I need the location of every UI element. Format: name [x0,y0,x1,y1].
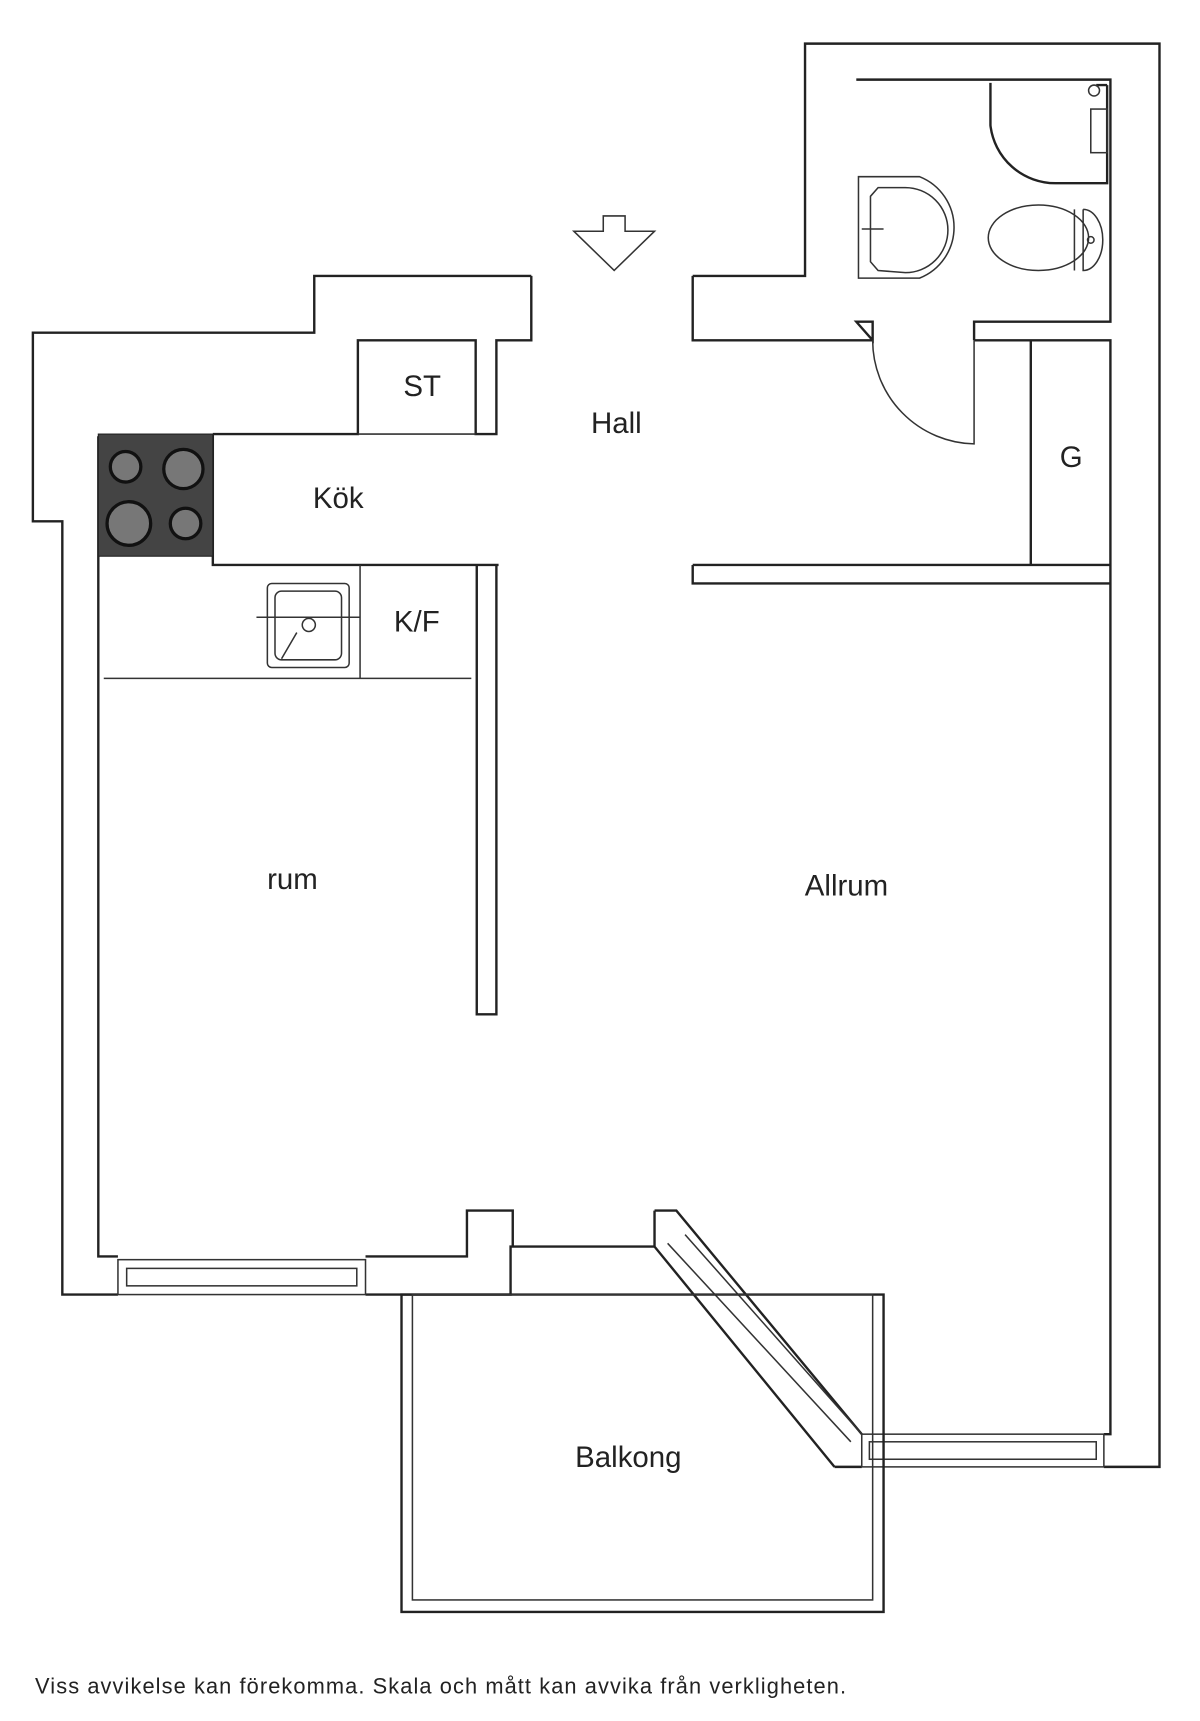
exterior-walls [31,42,1161,1469]
kitchen-sink-icon [256,582,361,669]
bathroom-door-arc [871,340,975,445]
room-label-kf: K/F [394,605,440,638]
room-label-st: ST [403,370,441,403]
stove-icon [97,433,214,557]
windows [117,1234,1105,1468]
room-label-hall: Hall [591,407,642,440]
toilet-icon [987,204,1090,272]
entrance-arrow-icon [571,215,657,272]
room-label-kok: Kök [313,482,364,515]
room-label-allrum: Allrum [805,869,888,902]
room-label-balkong: Balkong [575,1441,681,1474]
room-label-rum: rum [267,863,318,896]
shower-icon [989,82,1109,185]
interior-walls [97,275,1112,1468]
bathroom [853,78,1112,445]
balcony [400,1293,885,1614]
sink-icon [857,175,955,279]
disclaimer-text: Viss avvikelse kan förekomma. Skala och … [35,1674,847,1699]
room-label-g: G [1060,441,1083,474]
